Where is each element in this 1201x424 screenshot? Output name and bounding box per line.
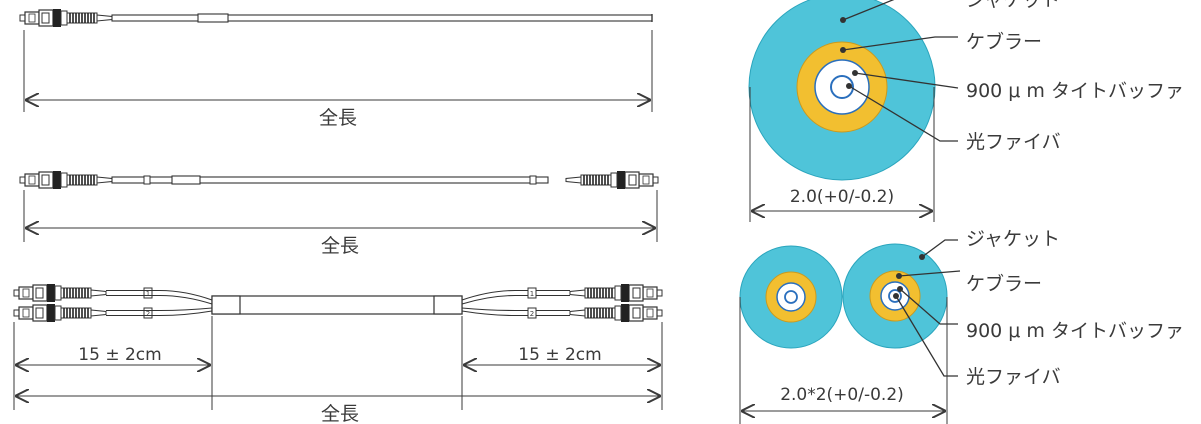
single-diameter-label: 2.0(+0/-0.2) [790, 187, 894, 207]
port-label-right-2: 2 [530, 310, 534, 318]
simplex-both-length-label: 全長 [321, 235, 359, 257]
duplex-dimensions: 15 ± 2cm 15 ± 2cm 全長 [13, 316, 663, 424]
left-breakout-label: 15 ± 2cm [78, 345, 161, 365]
duplex-cable: 1 2 1 2 [13, 283, 662, 323]
single-fiber-label: 光ファイバ [966, 131, 1061, 153]
simplex-both-ends-cable [19, 170, 658, 190]
dual-diameter-label: 2.0*2(+0/-0.2) [780, 385, 904, 405]
simplex-length-label: 全長 [319, 107, 357, 129]
simplex-cable [19, 8, 653, 28]
duplex-length-label: 全長 [321, 403, 359, 424]
single-kevlar-label: ケブラー [966, 30, 1042, 53]
single-buffer-label: 900 μ m タイトバッファ [966, 80, 1184, 102]
simplex-both-length-dimension: 全長 [23, 190, 658, 257]
port-label-left-2: 2 [146, 310, 150, 318]
dual-cross-section: ジャケット ケブラー 900 μ m タイトバッファ 光ファイバ 2.0*2(+… [739, 228, 1184, 424]
right-breakout-label: 15 ± 2cm [518, 345, 601, 365]
simplex-length-dimension: 全長 [23, 30, 653, 129]
dual-jacket-label: ジャケット [966, 228, 1060, 250]
port-label-left-1: 1 [146, 290, 150, 298]
fiber-core [830, 75, 854, 99]
dual-fiber-label: 光ファイバ [966, 366, 1061, 388]
single-jacket-label: ジャケット [966, 0, 1060, 11]
single-cross-section: ジャケット ケブラー 900 μ m タイトバッファ 光ファイバ 2.0(+0/… [748, 0, 1184, 222]
port-label-right-1: 1 [530, 290, 534, 298]
dual-buffer-label: 900 μ m タイトバッファ [966, 320, 1184, 342]
dual-kevlar-label: ケブラー [966, 272, 1042, 295]
